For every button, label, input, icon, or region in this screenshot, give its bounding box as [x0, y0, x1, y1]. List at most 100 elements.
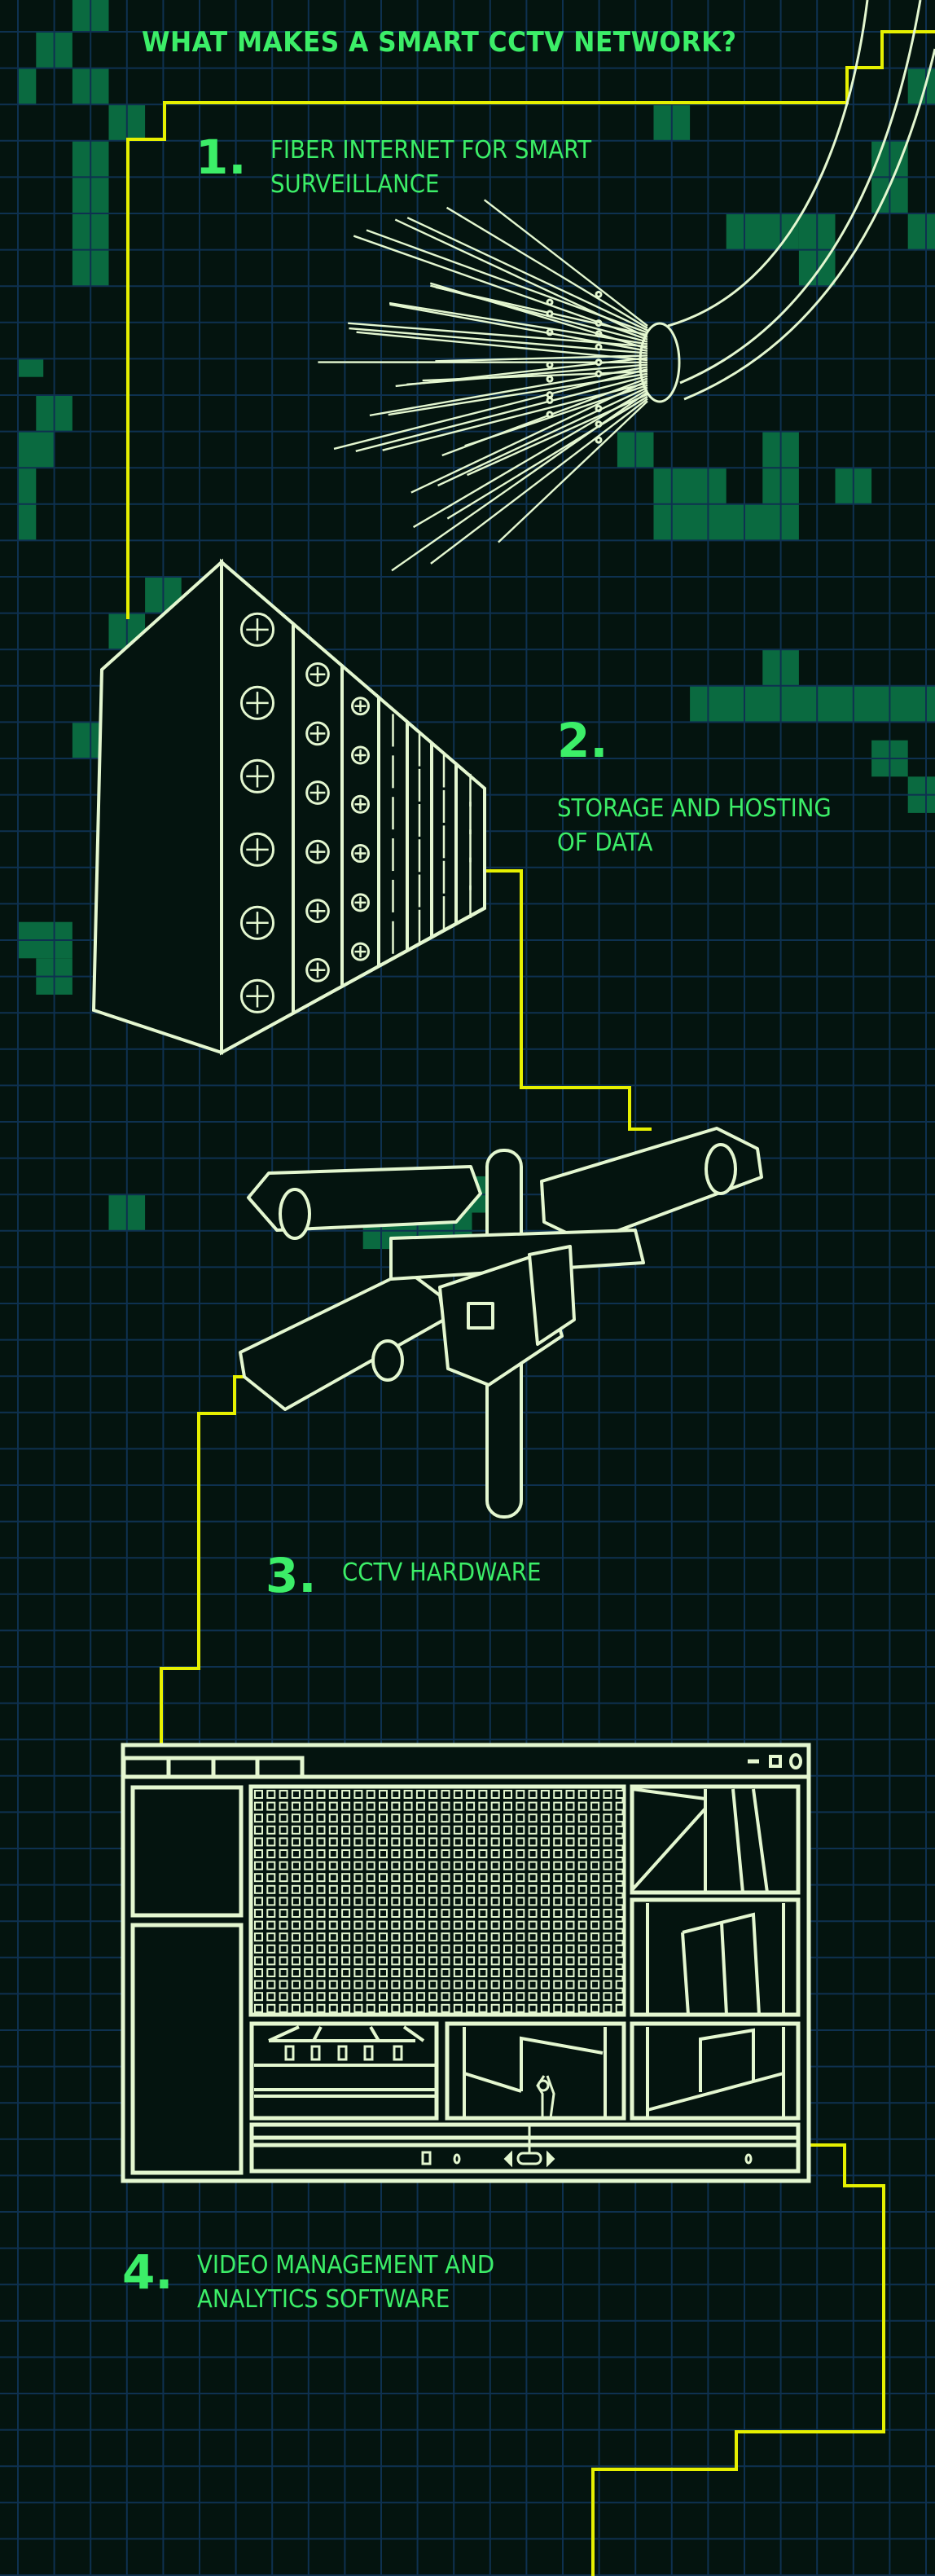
grid-cell: [503, 1968, 512, 1977]
grid-cell: [615, 1873, 625, 1883]
fiber-strand: [464, 384, 648, 447]
grid-cell: [603, 1790, 612, 1799]
grid-cell: [615, 1992, 625, 2002]
grid-cell: [391, 1968, 401, 1977]
grid-cell: [366, 1944, 375, 1954]
grid-cell: [328, 1944, 338, 1954]
grid-cell: [428, 1825, 438, 1835]
grid-cell: [528, 1932, 538, 1942]
grid-cell: [304, 1790, 314, 1799]
grid-cell: [403, 1980, 413, 1989]
grid-cell: [490, 1980, 500, 1989]
grid-cell: [441, 1956, 450, 1966]
grid-cell: [565, 1909, 575, 1918]
grid-cell: [279, 1873, 288, 1883]
grid-cell: [490, 1861, 500, 1870]
grid-cell: [379, 1873, 388, 1883]
building-window: [337, 2045, 348, 2061]
grid-cell: [428, 1932, 438, 1942]
grid-cell: [441, 1944, 450, 1954]
grid-cell: [615, 1849, 625, 1858]
grid-cell: [590, 1944, 600, 1954]
grid-cell: [391, 2003, 401, 2013]
grid-cell: [603, 1813, 612, 1823]
grid-cell: [266, 1790, 276, 1799]
grid-cell: [279, 1837, 288, 1847]
fiber-node: [546, 391, 554, 399]
grid-cell: [316, 1920, 326, 1930]
grid-cell: [577, 1873, 587, 1883]
grid-cell: [415, 1920, 425, 1930]
step-number: 3.: [266, 1548, 317, 1603]
grid-cell: [366, 1956, 375, 1966]
fiber-strand: [430, 398, 648, 565]
grid-cell: [540, 1861, 550, 1870]
grid-cell: [415, 1813, 425, 1823]
grid-cell: [291, 1909, 301, 1918]
fiber-strand: [406, 363, 648, 386]
grid-cell: [441, 1932, 450, 1942]
grid-cell: [565, 2003, 575, 2013]
drive-bay-cross: [354, 750, 367, 762]
grid-cell: [254, 1897, 263, 1906]
grid-cell: [328, 1932, 338, 1942]
grid-cell: [441, 2003, 450, 2013]
grid-cell: [528, 1944, 538, 1954]
fiber-strand: [388, 301, 648, 345]
grid-cell: [503, 1932, 512, 1942]
grid-cell: [279, 1932, 288, 1942]
grid-cell: [590, 1956, 600, 1966]
grid-cell: [590, 1790, 600, 1799]
grid-cell: [328, 1920, 338, 1930]
green-block: [653, 503, 799, 541]
grid-cell: [516, 1813, 525, 1823]
grid-cell: [291, 1837, 301, 1847]
grid-cell: [603, 1968, 612, 1977]
grid-cell: [316, 1956, 326, 1966]
grid-cell: [577, 2003, 587, 2013]
grid-cell: [403, 1968, 413, 1977]
grid-cell: [466, 1849, 476, 1858]
grid-cell: [403, 1992, 413, 2002]
grid-cell: [266, 1932, 276, 1942]
grid-cell: [266, 2003, 276, 2013]
grid-cell: [615, 1884, 625, 1894]
grid-cell: [379, 1909, 388, 1918]
grid-cell: [466, 1884, 476, 1894]
grid-cell: [490, 1920, 500, 1930]
grid-cell: [328, 1968, 338, 1977]
grid-cell: [316, 2003, 326, 2013]
grid-cell: [341, 1897, 351, 1906]
grid-cell: [553, 1980, 563, 1989]
grid-cell: [478, 1861, 488, 1870]
grid-cell: [441, 1884, 450, 1894]
grid-cell: [266, 1849, 276, 1858]
grid-cell: [453, 1801, 463, 1811]
grid-cell: [553, 1932, 563, 1942]
grid-cell: [366, 1884, 375, 1894]
grid-cell: [391, 1992, 401, 2002]
grid-cell: [403, 1920, 413, 1930]
grid-cell: [540, 1849, 550, 1858]
grid-cell: [379, 1861, 388, 1870]
grid-cell: [254, 1801, 263, 1811]
grid-cell: [379, 1884, 388, 1894]
fiber-cable: [667, 0, 869, 327]
grid-cell: [328, 1956, 338, 1966]
grid-cell: [553, 1849, 563, 1858]
grid-cell: [353, 2003, 363, 2013]
grid-cell: [353, 1956, 363, 1966]
grid-cell: [503, 1849, 512, 1858]
fiber-node: [546, 375, 554, 383]
grid-cell: [291, 1897, 301, 1906]
building-window: [310, 2045, 321, 2061]
grid-cell: [266, 1909, 276, 1918]
grid-cell: [328, 1873, 338, 1883]
grid-cell: [254, 2003, 263, 2013]
grid-cell: [391, 1825, 401, 1835]
grid-cell: [453, 2003, 463, 2013]
grid-cell: [615, 1801, 625, 1811]
grid-cell: [466, 1790, 476, 1799]
grid-cell: [528, 1956, 538, 1966]
grid-cell: [503, 1956, 512, 1966]
